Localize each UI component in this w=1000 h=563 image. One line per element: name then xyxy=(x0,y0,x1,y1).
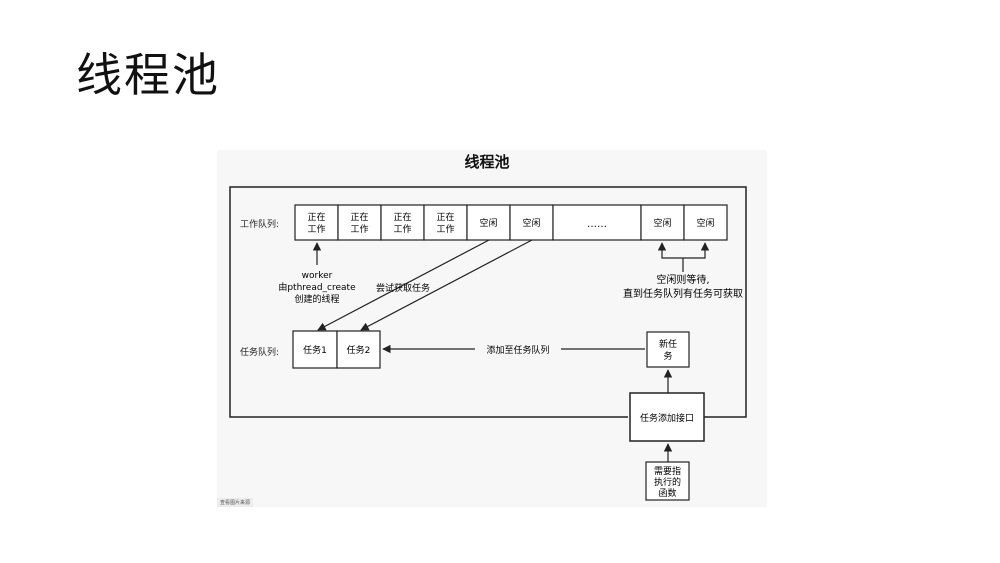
worker-cell xyxy=(683,204,728,241)
new-task-text: 新任 xyxy=(659,338,677,350)
task-text: 任务2 xyxy=(347,344,371,356)
diagram-title: 线程池 xyxy=(464,153,509,171)
add-interface-text: 任务添加接口 xyxy=(640,412,694,424)
worker-text: 空闲 xyxy=(696,217,714,229)
worker-text: 正在 xyxy=(436,211,454,223)
fetch-arrow-2 xyxy=(360,239,533,331)
add-queue-label: 添加至任务队列 xyxy=(486,344,549,356)
worker-text: 空闲 xyxy=(522,217,540,229)
add-queue-label-bg xyxy=(475,342,561,356)
worker-ellipsis: …… xyxy=(587,219,607,230)
worker-text: 工作 xyxy=(307,223,325,235)
idle-bracket xyxy=(661,253,706,272)
worker-text: 工作 xyxy=(436,223,454,235)
work-queue-label: 工作队列: xyxy=(240,218,279,230)
new-task-box xyxy=(646,331,690,368)
slide-title: 线程池 xyxy=(76,48,220,102)
func-text: 执行的 xyxy=(654,476,681,488)
worker-text: 空闲 xyxy=(479,217,497,229)
worker-text: 正在 xyxy=(393,211,411,223)
new-task-text: 务 xyxy=(663,350,672,362)
add-interface-box xyxy=(629,392,705,442)
work-queue: 正在 工作 正在 工作 正在 工作 正在 工作 空闲 空闲 …… 空闲 空闲 xyxy=(294,204,728,241)
idle-note-line: 空闲则等待, xyxy=(656,273,709,286)
idle-note-line: 直到任务队列有任务可获取 xyxy=(623,287,743,300)
func-text: 需要指 xyxy=(654,465,681,477)
func-text: 函数 xyxy=(658,487,676,499)
task-queue-label: 任务队列: xyxy=(240,346,279,358)
worker-cell xyxy=(380,204,425,241)
worker-text: 正在 xyxy=(307,211,325,223)
worker-text: 工作 xyxy=(393,223,411,235)
fetch-arrow-1 xyxy=(317,239,490,331)
worker-note-line: 由pthread_create xyxy=(278,281,356,293)
worker-text: 工作 xyxy=(350,223,368,235)
worker-note-line: worker xyxy=(302,271,333,281)
try-fetch-label: 尝试获取任务 xyxy=(376,282,430,294)
task-cell xyxy=(336,330,381,369)
worker-note-line: 创建的线程 xyxy=(294,293,339,305)
thread-pool-diagram: 线程池 工作队列: 正在 工作 正在 工作 正在 工作 正在 工作 空闲 空闲 … xyxy=(217,150,767,507)
pool-frame xyxy=(229,186,747,418)
worker-cell xyxy=(337,204,382,241)
task-text: 任务1 xyxy=(303,344,327,356)
worker-text: 正在 xyxy=(350,211,368,223)
task-cell xyxy=(292,330,338,369)
func-box xyxy=(645,461,690,501)
figure-caption: 查看图片来源 xyxy=(217,498,254,507)
worker-text: 空闲 xyxy=(653,217,671,229)
